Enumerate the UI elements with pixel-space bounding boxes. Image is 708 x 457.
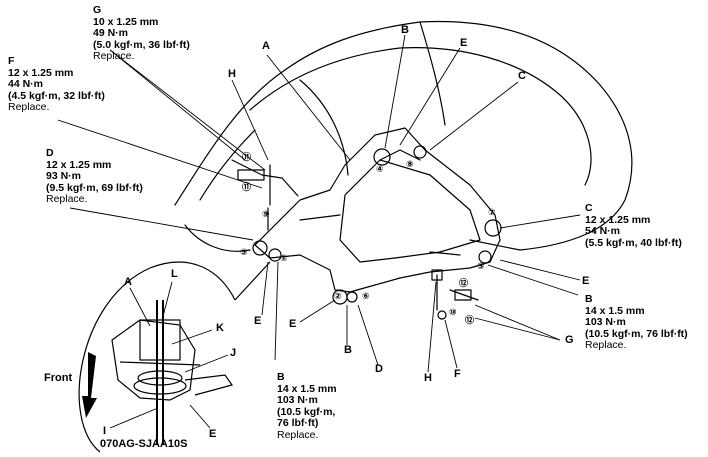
subframe xyxy=(254,127,501,293)
circled-8: ⑧ xyxy=(406,160,414,170)
label-G-right: G xyxy=(565,334,574,346)
underbody-inner xyxy=(249,47,592,186)
spec-torque: 103 N·m xyxy=(277,394,318,406)
spec-B-right: B 14 x 1.5 mm 103 N·m (10.5 kgf·m, 76 lb… xyxy=(585,293,688,352)
part-number: 070AG-SJAA10S xyxy=(100,438,188,450)
spec-torque-alt: (10.5 kgf·m, xyxy=(277,405,336,418)
underbody-outline xyxy=(174,20,633,251)
spec-size: 14 x 1.5 mm xyxy=(585,304,645,317)
spec-size: 12 x 1.25 mm xyxy=(585,213,651,226)
label-K-inset: K xyxy=(216,322,224,334)
label-B-bottom: B xyxy=(344,344,352,356)
label-E-inset: E xyxy=(209,428,217,440)
spec-size: 10 x 1.25 mm xyxy=(93,15,159,28)
bolt-stack-upper xyxy=(231,159,299,197)
label-E-mid: E xyxy=(254,315,262,327)
spec-torque: 54 N·m xyxy=(585,225,621,237)
spec-torque-alt: (10.5 kgf·m, 76 lbf·ft) xyxy=(585,327,688,340)
spec-size: 14 x 1.5 mm xyxy=(277,382,337,395)
spec-torque-alt: (4.5 kgf·m, 32 lbf·ft) xyxy=(8,89,105,102)
spec-torque-alt: (9.5 kgf·m, 69 lbf·ft) xyxy=(46,181,143,194)
inset-mount xyxy=(111,319,196,401)
circled-7: ⑦ xyxy=(488,208,496,218)
spec-letter: C xyxy=(585,202,593,214)
spec-letter: G xyxy=(93,4,102,16)
circled-9: ⑨ xyxy=(262,210,270,220)
inset-circle xyxy=(78,261,236,453)
spec-letter: F xyxy=(8,55,15,67)
circled-12b: ⑫ xyxy=(465,316,475,326)
spec-torque: 93 N·m xyxy=(46,170,82,182)
label-A-top: A xyxy=(262,40,270,52)
spec-note: Replace. xyxy=(585,339,627,351)
mount-front-mid xyxy=(268,248,282,262)
label-A-inset: A xyxy=(124,276,132,288)
spec-torque: 49 N·m xyxy=(93,27,129,39)
spec-G: G 10 x 1.25 mm 49 N·m (5.0 kgf·m, 36 lbf… xyxy=(93,4,190,63)
label-H-top: H xyxy=(228,68,236,80)
spec-letter: B xyxy=(277,371,285,383)
circled-11b: ⑪ xyxy=(242,183,252,193)
circled-12a: ⑫ xyxy=(459,279,469,289)
circled-2: ② xyxy=(334,292,342,302)
label-J-inset: J xyxy=(230,347,237,359)
mount-front-left xyxy=(252,240,268,256)
spec-torque: 103 N·m xyxy=(585,316,626,328)
label-E-right: E xyxy=(582,275,590,287)
spec-torque: 44 N·m xyxy=(8,78,44,90)
label-F-bottom: F xyxy=(454,368,461,380)
spec-C: C 12 x 1.25 mm 54 N·m (5.5 kgf·m, 40 lbf… xyxy=(585,202,682,249)
mount-rear-left xyxy=(373,148,391,166)
spec-torque-alt: 76 lbf·ft) xyxy=(277,417,319,429)
label-B-top: B xyxy=(401,24,409,36)
front-label: Front xyxy=(44,372,73,384)
label-C-top: C xyxy=(518,70,526,82)
circled-1: ① xyxy=(280,254,288,264)
mount-right xyxy=(484,219,502,237)
circled-10: ⑩ xyxy=(449,308,457,318)
label-D-bottom: D xyxy=(375,363,383,375)
spec-letter: B xyxy=(585,293,593,305)
circled-3: ③ xyxy=(477,262,485,272)
label-H-bottom: H xyxy=(424,372,432,384)
spec-note: Replace. xyxy=(8,101,50,113)
spec-size: 12 x 1.25 mm xyxy=(8,66,74,79)
mount-right-lower xyxy=(478,250,492,264)
circled-5: ⑤ xyxy=(240,248,248,258)
spec-D: D 12 x 1.25 mm 93 N·m (9.5 kgf·m, 69 lbf… xyxy=(46,147,143,206)
mount-rear-right xyxy=(413,145,427,159)
spec-B-mid: B 14 x 1.5 mm 103 N·m (10.5 kgf·m, 76 lb… xyxy=(277,371,337,441)
spec-note: Replace. xyxy=(277,428,319,441)
label-E-bottom: E xyxy=(289,318,297,330)
label-E-top: E xyxy=(460,37,468,49)
circled-11a: ⑪ xyxy=(242,153,252,163)
circled-6: ⑥ xyxy=(362,292,370,302)
spec-note: Replace. xyxy=(93,50,135,62)
spec-size: 12 x 1.25 mm xyxy=(46,158,112,171)
spec-torque-alt: (5.0 kgf·m, 36 lbf·ft) xyxy=(93,38,190,51)
front-arrow xyxy=(82,352,97,418)
circled-4: ④ xyxy=(376,165,384,175)
label-L-inset: L xyxy=(171,268,178,280)
spec-letter: D xyxy=(46,147,54,159)
spec-note: Replace. xyxy=(46,193,88,205)
label-I-inset: I xyxy=(103,425,107,437)
spec-torque-alt: (5.5 kgf·m, 40 lbf·ft) xyxy=(585,236,682,249)
spec-F: F 12 x 1.25 mm 44 N·m (4.5 kgf·m, 32 lbf… xyxy=(8,55,105,114)
